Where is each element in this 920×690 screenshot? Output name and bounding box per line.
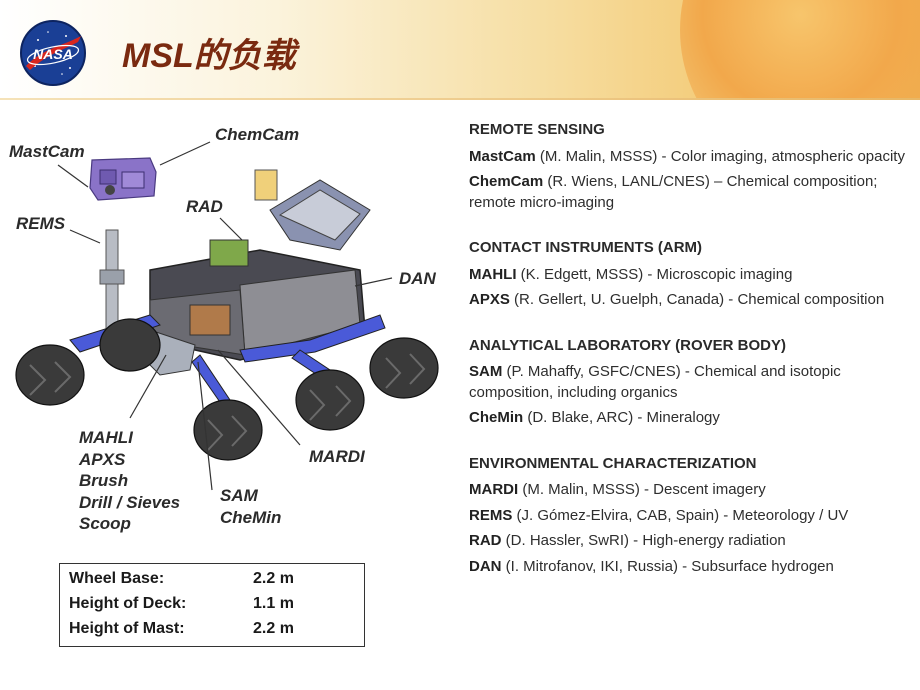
item-name: CheMin (469, 409, 524, 426)
list-item: SAM (P. Mahaffy, GSFC/CNES) - Chemical a… (469, 362, 909, 403)
spec-row: Wheel Base: 2.2 m (69, 570, 364, 595)
header-banner (0, 0, 920, 100)
spec-value: 2.2 m (253, 570, 294, 587)
sun-graphic (680, 0, 920, 100)
list-item: MARDI (M. Malin, MSSS) - Descent imagery (469, 480, 909, 501)
list-item: MAHLI (K. Edgett, MSSS) - Microscopic im… (469, 265, 909, 286)
item-name: APXS (469, 291, 510, 308)
callout-arm-instruments: MAHLI APXS Brush Drill / Sieves Scoop (79, 427, 180, 535)
list-item: RAD (D. Hassler, SwRI) - High-energy rad… (469, 531, 909, 552)
callout-drill-sieves: Drill / Sieves (79, 492, 181, 512)
nasa-logo-text: NASA (33, 46, 73, 62)
item-desc: (R. Gellert, U. Guelph, Canada) - Chemic… (509, 291, 885, 308)
item-desc: (K. Edgett, MSSS) - Microscopic imaging (516, 265, 793, 283)
callout-chemcam: ChemCam (215, 125, 300, 144)
item-name: MAHLI (469, 265, 517, 283)
item-desc: (M. Malin, MSSS) - Color imaging, atmosp… (535, 147, 905, 165)
callout-chemin: CheMin (220, 507, 282, 527)
callout-apxs: APXS (79, 449, 126, 469)
section-title-analytical-laboratory: ANALYTICAL LABORATORY (ROVER BODY) (469, 336, 786, 354)
page-title: MSL的负载 (122, 37, 296, 75)
item-desc: (R. Wiens, LANL/CNES) – Chemical composi… (469, 173, 878, 211)
callout-rems: REMS (16, 214, 66, 233)
instrument-list: REMOTE SENSING MastCam (M. Malin, MSSS) … (469, 120, 909, 582)
spec-value: 2.2 m (253, 620, 294, 637)
list-item: DAN (I. Mitrofanov, IKI, Russia) - Subsu… (469, 557, 909, 578)
spec-label: Height of Mast: (69, 620, 185, 637)
callout-dan: DAN (399, 269, 436, 288)
item-desc: (D. Blake, ARC) - Mineralogy (523, 409, 720, 426)
item-name: MARDI (469, 481, 519, 498)
callout-body-instruments: SAM CheMin (220, 485, 281, 528)
item-desc: (I. Mitrofanov, IKI, Russia) - Subsurfac… (501, 557, 834, 575)
list-item: APXS (R. Gellert, U. Guelph, Canada) - C… (469, 290, 909, 311)
callout-mastcam: MastCam (9, 142, 85, 161)
spec-label: Height of Deck: (69, 595, 187, 612)
item-name: DAN (469, 557, 502, 575)
item-name: RAD (469, 532, 502, 549)
item-desc: (J. Gómez-Elvira, CAB, Spain) - Meteorol… (512, 506, 849, 524)
item-desc: (P. Mahaffy, GSFC/CNES) - Chemical and i… (469, 363, 841, 401)
list-item: MastCam (M. Malin, MSSS) - Color imaging… (469, 147, 909, 168)
spec-label: Wheel Base: (69, 570, 165, 587)
specs-box: Wheel Base: 2.2 m Height of Deck: 1.1 m … (59, 563, 365, 647)
list-item: REMS (J. Gómez-Elvira, CAB, Spain) - Met… (469, 506, 909, 527)
header-divider (0, 98, 920, 100)
list-item: CheMin (D. Blake, ARC) - Mineralogy (469, 408, 909, 429)
callout-sam: SAM (220, 486, 258, 505)
callout-rad: RAD (186, 197, 223, 216)
item-desc: (D. Hassler, SwRI) - High-energy radiati… (501, 532, 786, 549)
item-name: SAM (469, 363, 503, 380)
rover-illustration (15, 141, 439, 491)
item-name: MastCam (469, 147, 536, 165)
section-title-remote-sensing: REMOTE SENSING (469, 121, 605, 138)
callout-mardi: MARDI (309, 447, 365, 466)
spec-value: 1.1 m (253, 595, 294, 612)
nasa-logo-icon: NASA (20, 20, 86, 86)
spec-row: Height of Deck: 1.1 m (69, 595, 364, 620)
callout-brush: Brush (79, 471, 129, 490)
item-name: ChemCam (469, 173, 544, 190)
item-desc: (M. Malin, MSSS) - Descent imagery (518, 481, 766, 498)
list-item: ChemCam (R. Wiens, LANL/CNES) – Chemical… (469, 172, 909, 213)
spec-row: Height of Mast: 2.2 m (69, 620, 364, 645)
section-title-environmental: ENVIRONMENTAL CHARACTERIZATION (469, 454, 757, 472)
item-name: REMS (469, 506, 513, 524)
section-title-contact-instruments: CONTACT INSTRUMENTS (ARM) (469, 239, 703, 256)
callout-mahli: MAHLI (79, 428, 133, 447)
callout-scoop: Scoop (79, 514, 131, 533)
